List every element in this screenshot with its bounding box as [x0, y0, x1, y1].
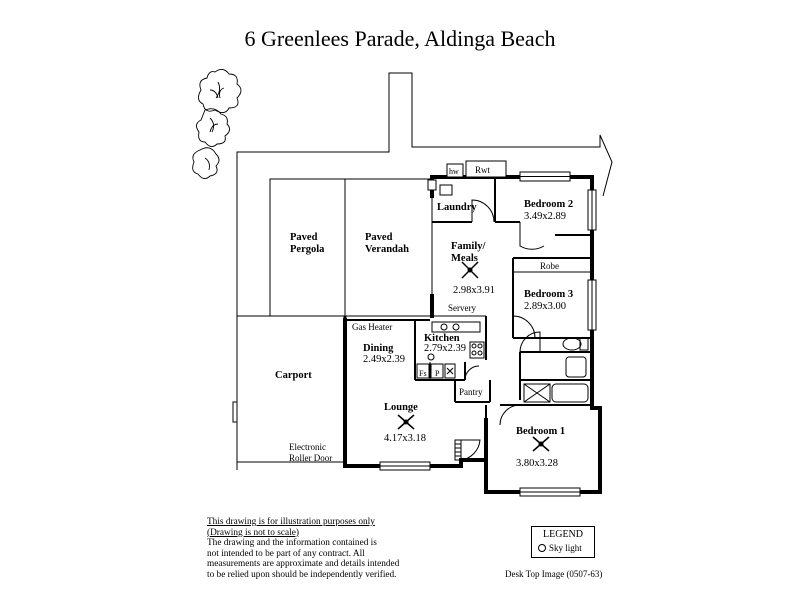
page-title: 6 Greenlees Parade, Aldinga Beach: [244, 26, 556, 51]
pantry-label: Pantry: [459, 387, 483, 397]
fan-icon: [461, 261, 479, 279]
fs-label: Fs: [419, 369, 427, 378]
fan-icon: [532, 436, 550, 452]
ceiling-fans: [397, 261, 550, 452]
lounge-size: 4.17x3.18: [384, 433, 426, 444]
hw-label: hw: [449, 167, 459, 176]
kitchen-bench-icon: [431, 321, 481, 333]
fixtures: [416, 160, 589, 461]
rwt-label: Rwt: [475, 165, 491, 175]
trough-icon: [439, 184, 453, 196]
windows: [379, 171, 597, 497]
house-walls: [343, 175, 602, 494]
family-meals-size: 2.98x3.91: [453, 285, 495, 296]
paved-verandah-label2: Verandah: [365, 244, 409, 255]
doors: [460, 199, 545, 461]
disclaimer-line: (Drawing is not to scale): [207, 527, 299, 538]
paved-pergola-label2: Pergola: [290, 244, 325, 255]
paved-pergola-label: Paved: [290, 232, 318, 243]
lounge-name: Lounge: [384, 402, 418, 413]
laundry-label: Laundry: [437, 202, 477, 213]
legend-title: LEGEND: [543, 529, 583, 540]
toilet-icon: [562, 337, 582, 351]
disclaimer-line: This drawing is for illustration purpose…: [207, 517, 375, 527]
image-id: Desk Top Image (0507-63): [505, 569, 603, 579]
kitchen-size: 2.79x2.39: [424, 343, 466, 354]
shower-icon: [523, 383, 551, 403]
disclaimer-line: to be relied upon should be independentl…: [207, 569, 397, 580]
carport-label: Carport: [275, 370, 312, 381]
skylight-icon: [538, 544, 546, 552]
robe-label: Robe: [540, 261, 559, 271]
p-label: P: [435, 369, 440, 378]
fan-icon: [397, 414, 415, 430]
rwt-box: [465, 160, 507, 178]
bedroom3-name: Bedroom 3: [524, 289, 573, 300]
gas-heater-label: Gas Heater: [352, 322, 392, 332]
disclaimer: This drawing is for illustration purpose…: [207, 517, 507, 581]
bath-icon: [551, 383, 589, 403]
legend-box: LEGEND Sky light: [531, 526, 595, 558]
dining-size: 2.49x2.39: [363, 354, 405, 365]
paved-verandah-label: Paved: [365, 232, 393, 243]
kitchen-name: Kitchen: [424, 333, 460, 344]
family-meals-label2: Meals: [451, 253, 478, 264]
roller-door-label: Electronic: [289, 442, 326, 452]
bedroom1-name: Bedroom 1: [516, 426, 565, 437]
heater-grille-icon: [454, 439, 462, 461]
disclaimer-line: The drawing and the information containe…: [207, 538, 377, 549]
hw-box: [446, 163, 464, 178]
legend-item-label: Sky light: [549, 543, 582, 553]
roller-door-label2: Roller Door: [289, 453, 332, 463]
vanity-icon: [565, 356, 587, 378]
disclaimer-line: not intended to be part of any contract.…: [207, 548, 365, 559]
bedroom2-size: 3.49x2.89: [524, 211, 566, 222]
skylight-icon: [427, 353, 435, 361]
servery-label: Servery: [448, 303, 476, 313]
bedroom2-name: Bedroom 2: [524, 199, 573, 210]
bedroom1-size: 3.80x3.28: [516, 458, 558, 469]
disclaimer-line: measurements are approximate and details…: [207, 559, 400, 570]
legend-item: Sky light: [538, 543, 582, 553]
bedroom3-size: 2.89x3.00: [524, 301, 566, 312]
tree-icon: [192, 69, 242, 179]
dining-name: Dining: [363, 343, 394, 354]
family-meals-label: Family/: [451, 241, 486, 252]
stove-icon: [469, 341, 485, 359]
